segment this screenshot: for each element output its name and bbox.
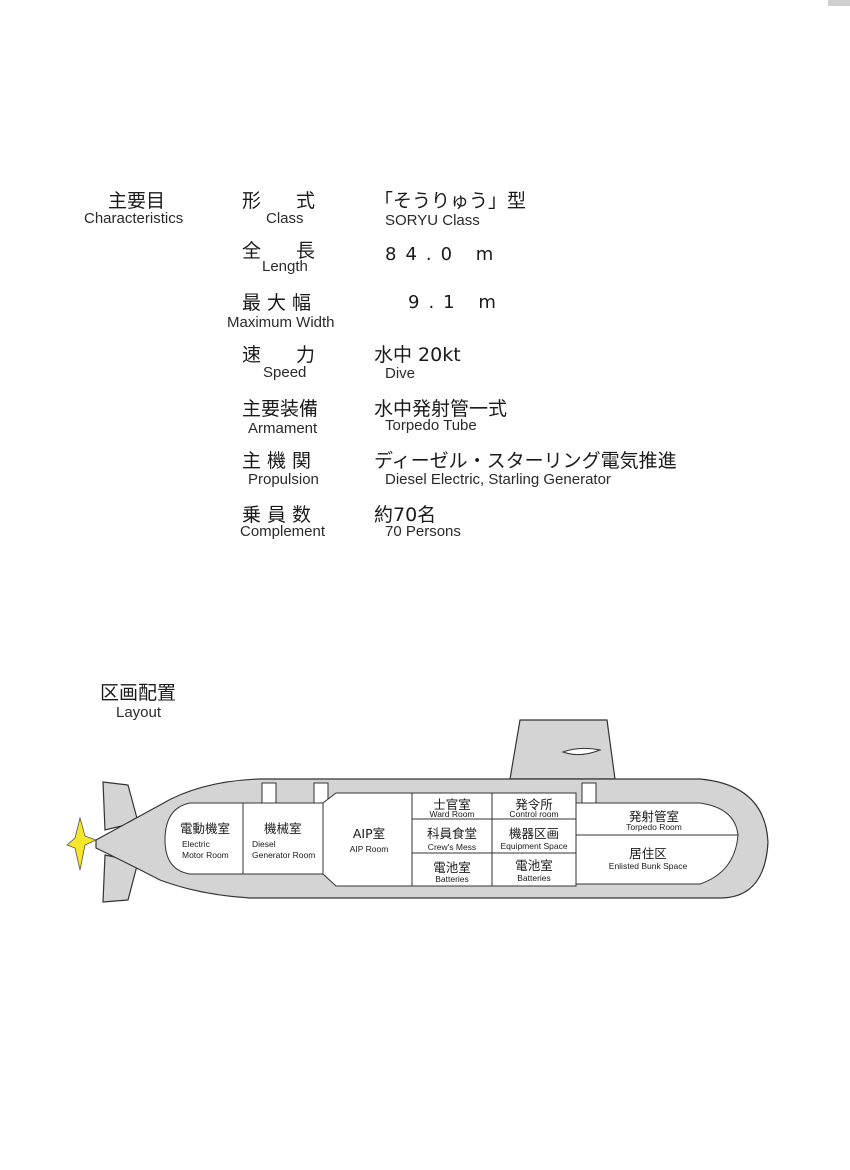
battery-room-2 (491, 852, 577, 887)
layout-heading-jp: 区画配置 (100, 682, 177, 704)
bunk-space (575, 834, 739, 885)
room-diesel-jp: 機械室 (264, 821, 302, 836)
hatch-3 (581, 782, 597, 804)
propeller-icon (66, 816, 98, 871)
room-equip-en: Equipment Space (500, 841, 568, 851)
room-motor-jp: 電動機室 (180, 821, 231, 836)
room-batt2-jp: 電池室 (515, 858, 553, 873)
value-armament-jp: 水中発射管一式 (374, 398, 508, 420)
diesel-room (242, 802, 325, 875)
label-complement-en: Complement (240, 523, 326, 540)
value-class-jp: 「そうりゅう」型 (374, 190, 527, 212)
label-length-en: Length (262, 258, 308, 275)
characteristics-heading-jp: 主要目 (108, 190, 166, 212)
label-speed-jp: 速 力 (242, 344, 324, 366)
label-armament-en: Armament (248, 420, 318, 437)
room-mess-en: Crew's Mess (427, 842, 477, 852)
value-class-en: SORYU Class (385, 212, 480, 229)
scan-edge-mark (828, 0, 850, 6)
value-length: 84.0 m (385, 244, 503, 265)
value-propulsion-en: Diesel Electric, Starling Generator (385, 471, 611, 488)
label-propulsion-en: Propulsion (248, 471, 319, 488)
equipment-space (491, 818, 577, 854)
value-complement-en: 70 Persons (385, 523, 461, 540)
label-armament-jp: 主要装備 (242, 398, 319, 420)
value-complement-jp: 約70名 (374, 504, 437, 526)
room-batt1-en: Batteries (435, 874, 469, 884)
motor-room (164, 802, 244, 875)
room-bunk-en: Enlisted Bunk Space (608, 861, 688, 871)
room-batt1-jp: 電池室 (433, 860, 471, 875)
layout-heading-en: Layout (116, 704, 162, 721)
room-mess-jp: 科員食堂 (426, 826, 478, 841)
room-ward-en: Ward Room (429, 809, 475, 819)
room-aip-en: AIP Room (349, 844, 389, 854)
value-speed-en: Dive (385, 365, 416, 382)
room-motor-en2: Motor Room (182, 850, 229, 860)
room-bunk-jp: 居住区 (629, 846, 667, 861)
room-motor-en1: Electric (182, 839, 210, 849)
submarine-diagram (66, 719, 769, 903)
label-complement-jp: 乗員数 (242, 504, 318, 526)
room-diesel-en2: Generator Room (252, 850, 316, 860)
hatch-2 (313, 782, 329, 804)
room-control-jp: 発令所 (515, 797, 553, 812)
room-aip-jp: AIP室 (352, 826, 386, 841)
room-torpedo-en: Torpedo Room (626, 822, 682, 832)
label-propulsion-jp: 主機関 (242, 450, 318, 472)
value-speed-jp: 水中 20kt (374, 344, 461, 366)
control-room (491, 792, 577, 820)
room-control-en: Control room (509, 809, 559, 819)
label-width-en: Maximum Width (227, 314, 335, 331)
room-torpedo-jp: 発射管室 (628, 809, 680, 824)
label-length-jp: 全 長 (242, 240, 324, 262)
sail-plane (561, 747, 602, 756)
label-class-jp: 形 式 (242, 190, 324, 212)
value-armament-en: Torpedo Tube (385, 417, 477, 434)
room-ward-jp: 士官室 (433, 797, 471, 812)
value-propulsion-jp: ディーゼル・スターリング電気推進 (374, 450, 677, 472)
value-width: 9.1 m (408, 292, 505, 313)
label-width-jp: 最大幅 (242, 292, 318, 314)
room-diesel-en1: Diesel (252, 839, 276, 849)
room-batt2-en: Batteries (517, 873, 551, 883)
mess-room (411, 818, 493, 854)
label-class-en: Class (266, 210, 304, 227)
label-speed-en: Speed (263, 364, 307, 381)
characteristics-heading-en: Characteristics (84, 210, 184, 227)
hatch-1 (261, 782, 277, 804)
ward-room (411, 792, 493, 820)
room-equip-jp: 機器区画 (508, 826, 560, 841)
